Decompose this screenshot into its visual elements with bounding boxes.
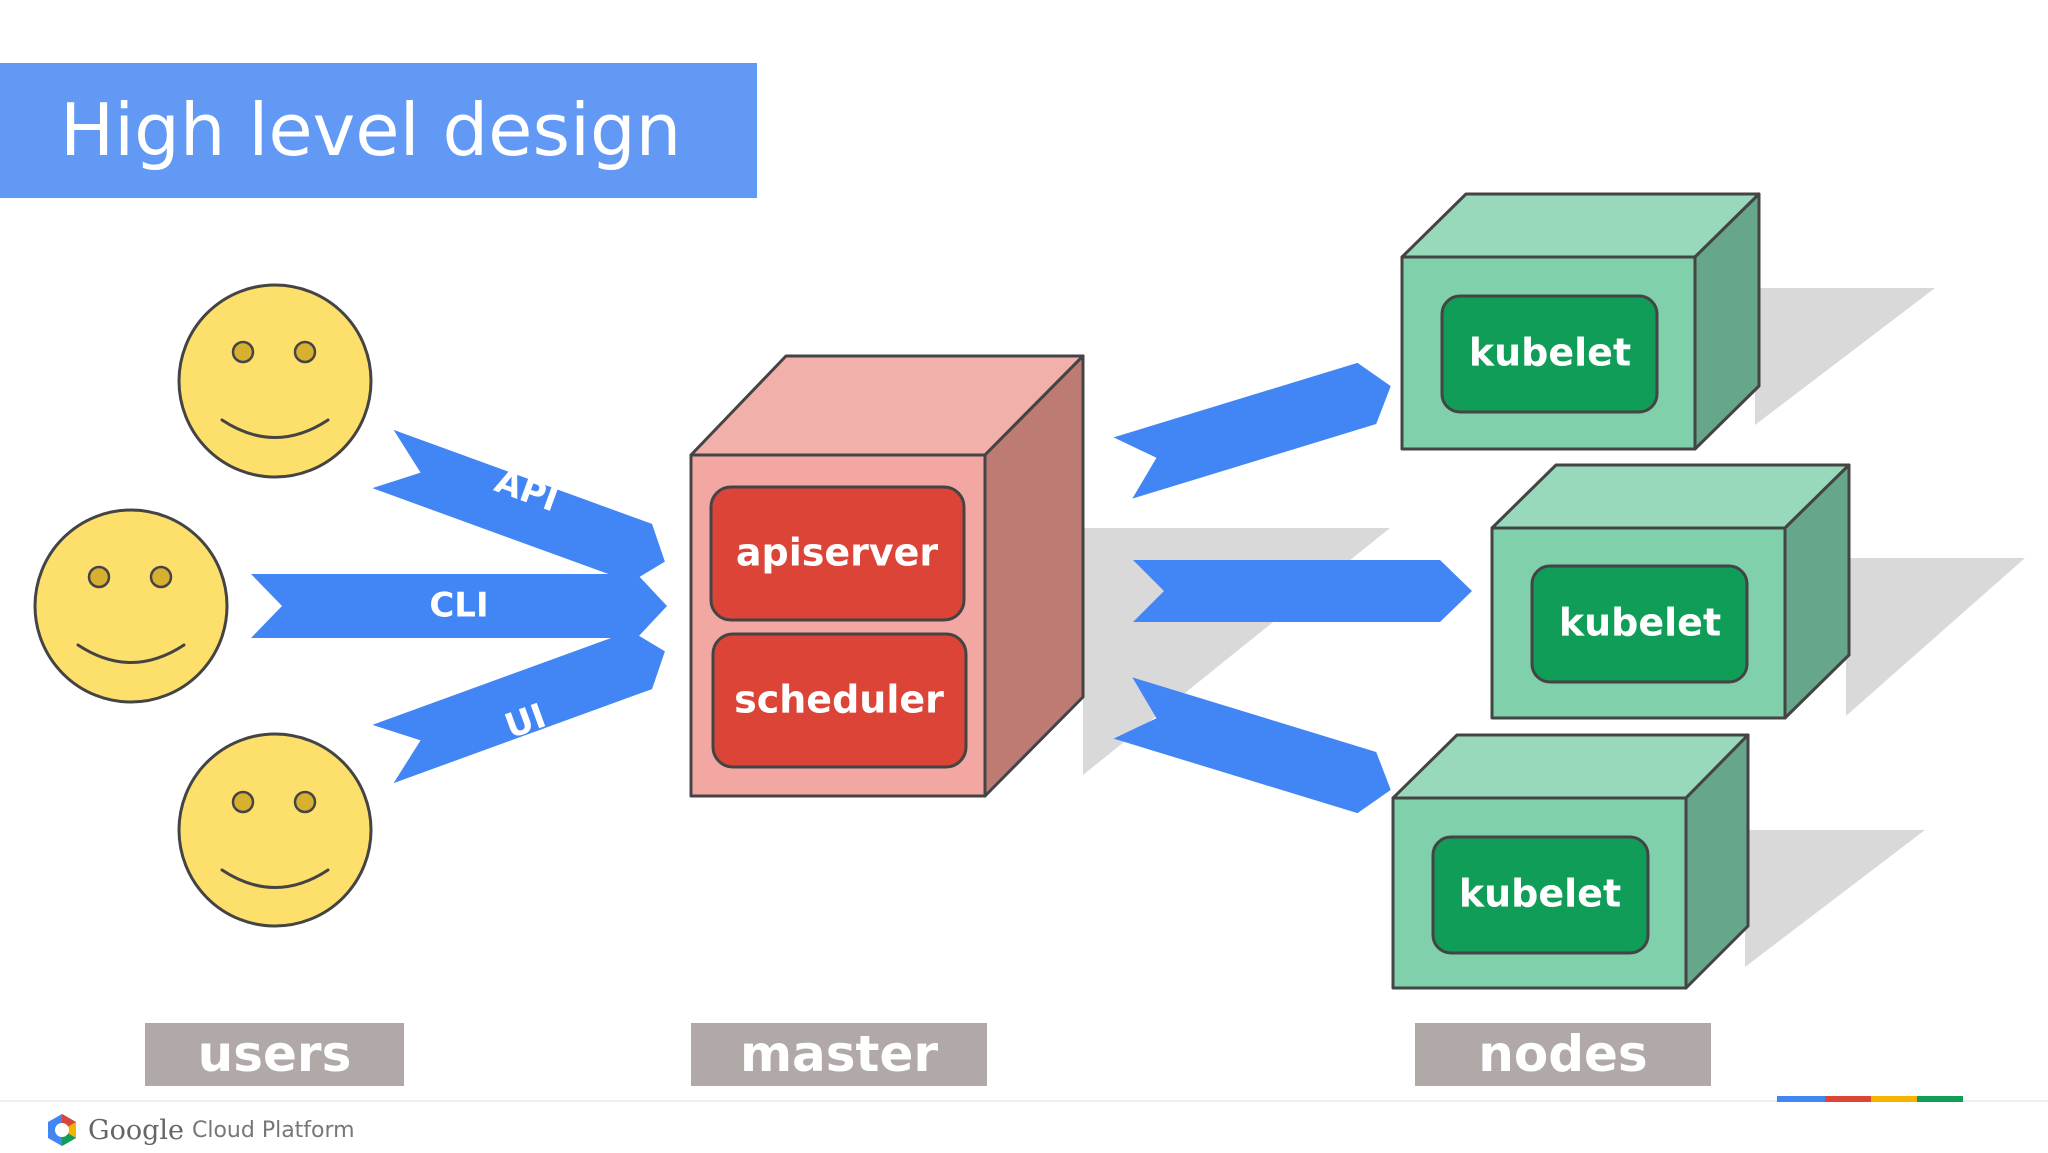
arrow-to-node-2 (1133, 560, 1472, 622)
brand-stripe-blue (1777, 1096, 1825, 1102)
arrow-ui: UI (372, 630, 665, 784)
brand-stripe-red (1825, 1096, 1871, 1102)
cloud-platform-logo-icon (48, 1114, 76, 1146)
arrow-to-node-1 (1113, 362, 1391, 499)
user-face-top (177, 283, 373, 479)
title-banner: High level design (0, 63, 757, 198)
user-face-middle (33, 508, 229, 704)
footer-brand: Google Cloud Platform (44, 1112, 355, 1148)
arrow-to-node-3 (1113, 677, 1391, 814)
node-3-kubelet-label: kubelet (1459, 872, 1621, 916)
nodes-label: nodes (1415, 1023, 1711, 1086)
node-3: kubelet (1391, 733, 1750, 990)
footer-divider (0, 1100, 2048, 1102)
node-shadow-2 (1846, 558, 2025, 716)
user-face-bottom (177, 732, 373, 928)
users-label: users (145, 1023, 404, 1086)
node-2-kubelet-label: kubelet (1559, 601, 1721, 645)
footer-google-text: Google (88, 1114, 184, 1146)
footer-product-text: Cloud Platform (191, 1117, 355, 1143)
node-shadow-3 (1745, 830, 1925, 967)
node-1-kubelet-label: kubelet (1469, 331, 1631, 375)
node-arrows (1113, 362, 1472, 814)
brand-stripe-green (1917, 1096, 1963, 1102)
page-title: High level design (60, 88, 682, 172)
node-shadow-1 (1755, 288, 1935, 425)
brand-stripe-yellow (1871, 1096, 1917, 1102)
arrow-api: API (372, 429, 665, 583)
node-2: kubelet (1490, 463, 1851, 720)
scheduler-box: scheduler (711, 632, 968, 769)
arrow-cli-label: CLI (429, 586, 488, 626)
master-label: master (691, 1023, 987, 1086)
scheduler-label: scheduler (734, 678, 944, 722)
node-1: kubelet (1400, 192, 1761, 451)
apiserver-box: apiserver (709, 485, 966, 622)
arrow-cli: CLI (251, 574, 667, 638)
apiserver-label: apiserver (736, 531, 939, 575)
